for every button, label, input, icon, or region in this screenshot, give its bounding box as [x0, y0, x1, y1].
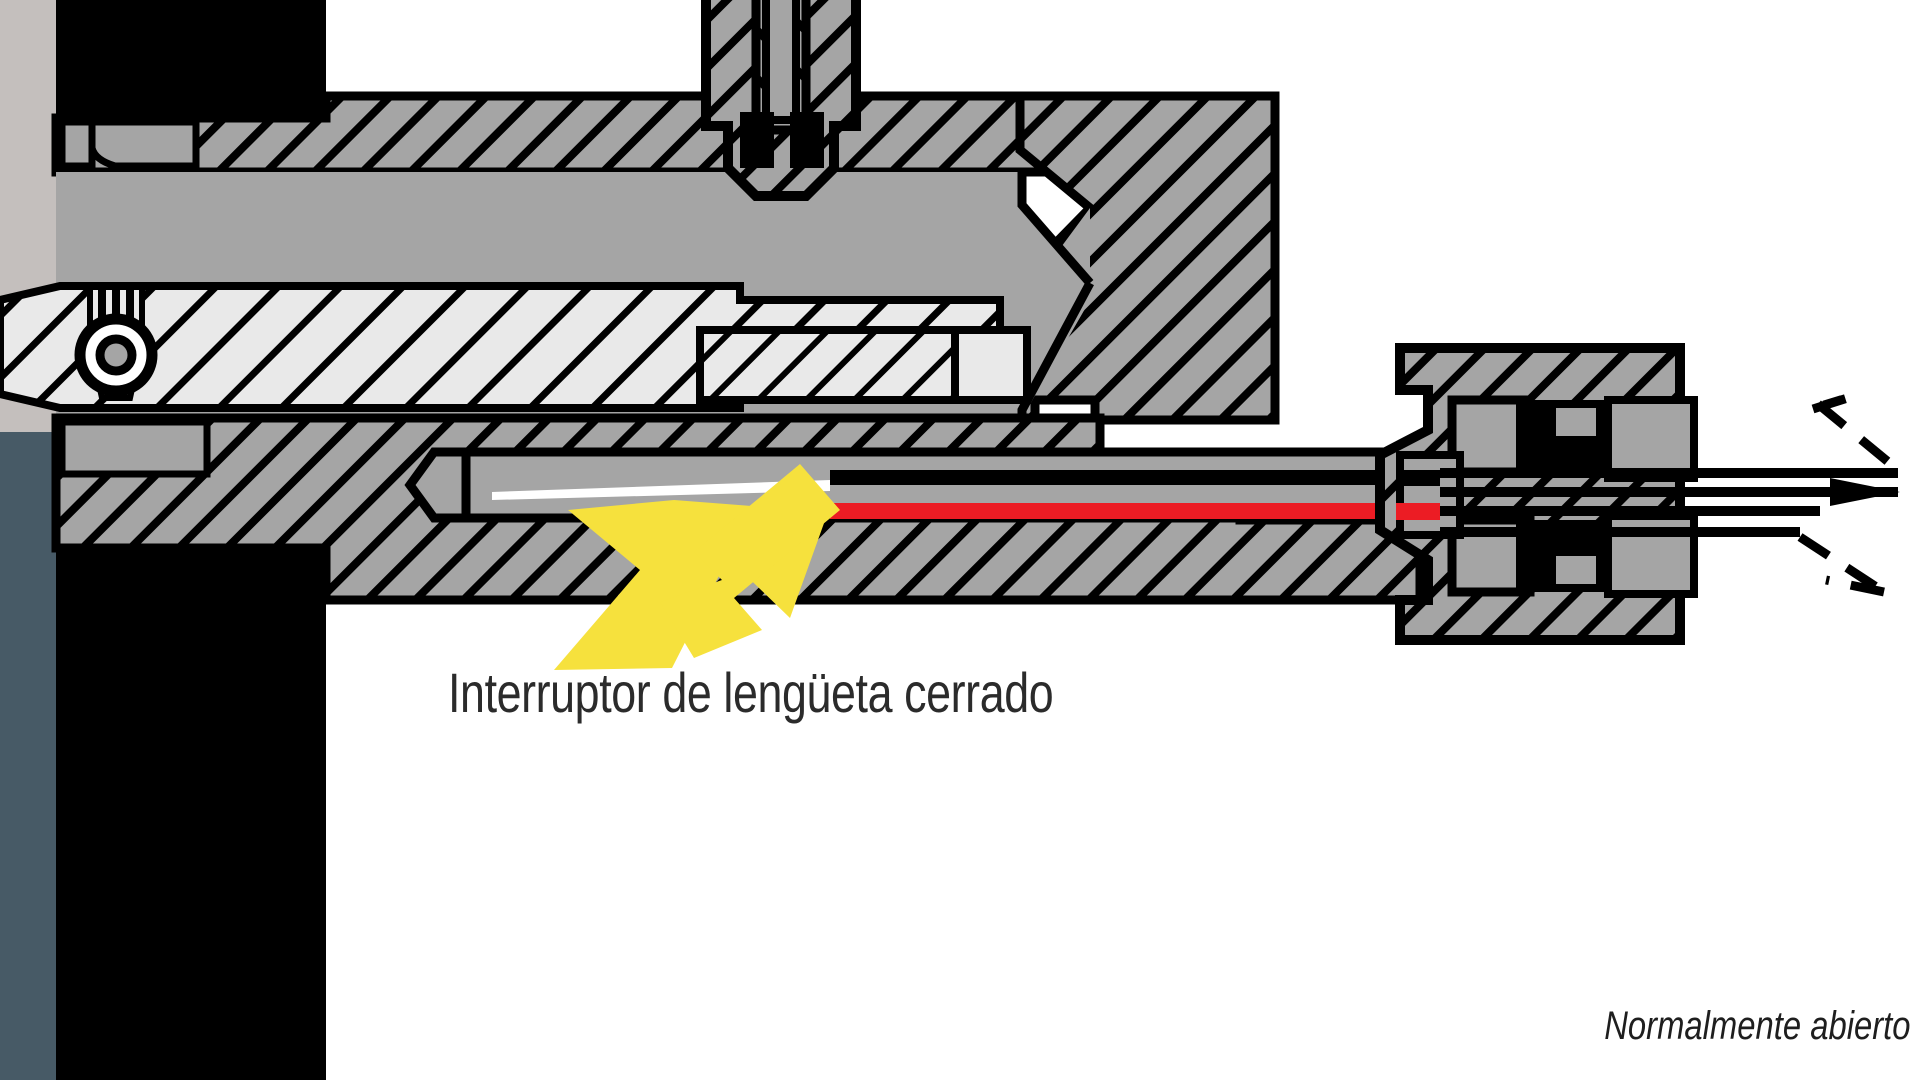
rod-retaining-hole: [74, 284, 158, 401]
cylinder-head-block: [995, 91, 1280, 425]
reed-blade-white: [492, 480, 830, 500]
exit-cable: [1440, 468, 1900, 537]
wire-red: [830, 503, 1430, 519]
port-fitting: [701, 0, 861, 201]
piston-rod: [0, 282, 1031, 412]
side-band: [0, 0, 56, 1080]
wire-black: [830, 470, 1430, 485]
side-band-lower: [0, 432, 56, 1080]
corner-caption: Normalmente abierto: [1603, 1004, 1910, 1048]
mounting-wall: [56, 0, 326, 1080]
callout-arrow-main: [660, 464, 840, 658]
break-symbol: [1797, 391, 1901, 597]
port-seal-right: [790, 112, 824, 168]
inner-bolt: [696, 326, 1031, 404]
port-seal-left: [740, 112, 774, 168]
main-caption: Interruptor de lengüeta cerrado: [448, 661, 1054, 724]
reed-switch-assembly: [492, 470, 1430, 519]
